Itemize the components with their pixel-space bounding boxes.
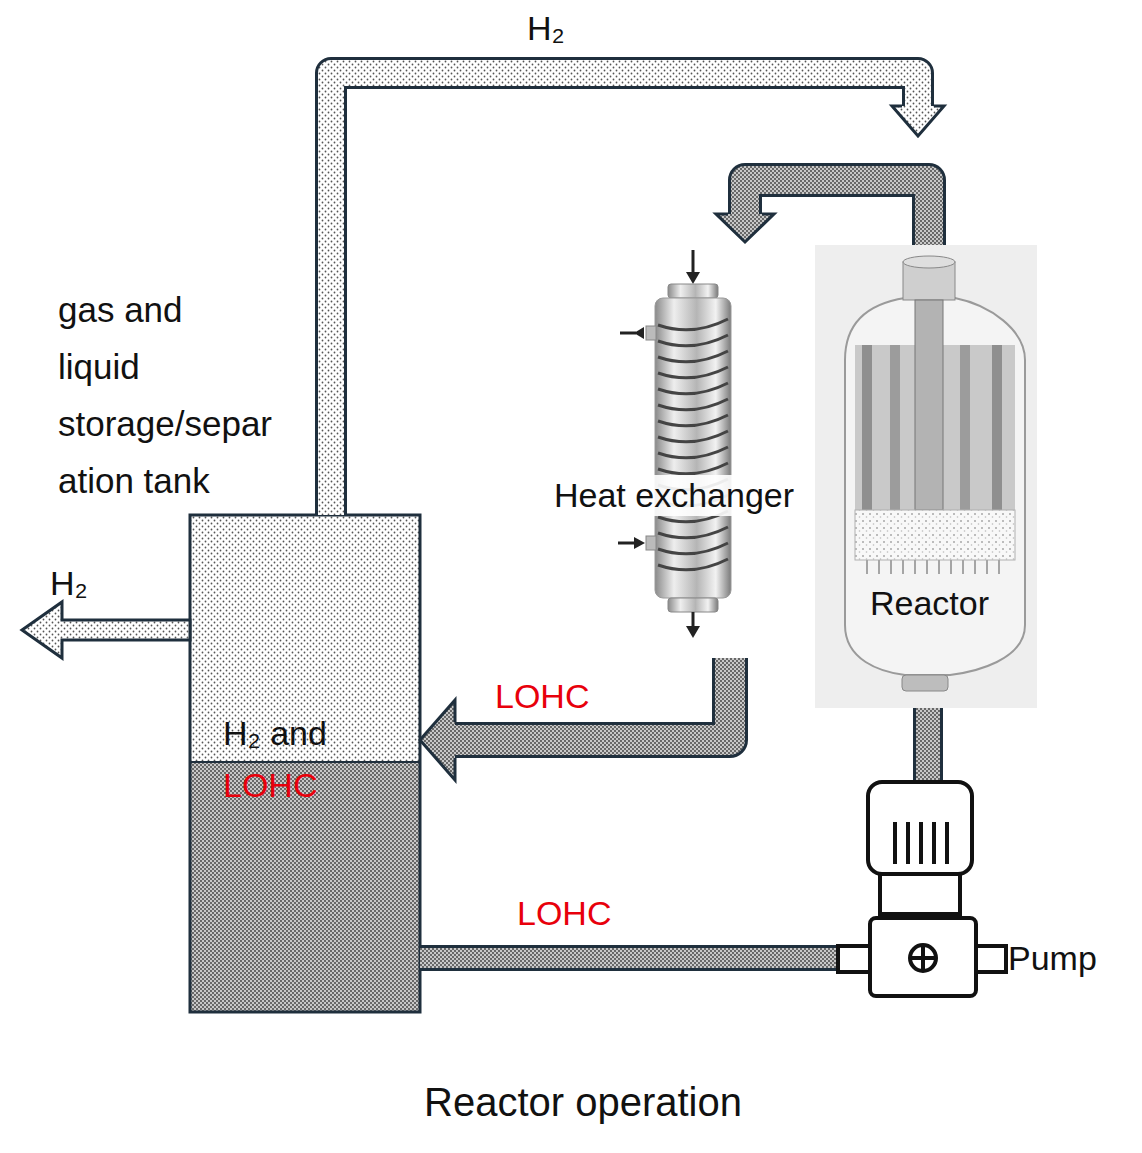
reactor-drawing [855, 510, 1015, 560]
reactor-drawing [902, 675, 948, 691]
reactor-drawing [845, 298, 1025, 675]
caption: Reactor operation [333, 1078, 833, 1126]
content-label: H₂ and [223, 713, 327, 754]
reactor-drawing [890, 345, 900, 510]
flow-label: H₂ [527, 8, 565, 49]
reactor-drawing [915, 300, 943, 510]
heat-exchanger-drawing [686, 272, 700, 284]
heat-exchanger-drawing [634, 537, 645, 549]
pump: Pump [836, 780, 1006, 1000]
pipe-outline [913, 708, 943, 780]
tank-label: gas and liquid storage/separation tank [58, 281, 273, 509]
heat-exchanger-drawing [618, 542, 636, 545]
pipe-connector [420, 958, 836, 959]
heat-exchanger-drawing [655, 298, 731, 598]
tank-body [190, 515, 420, 762]
arrow-head [716, 214, 774, 242]
arrow-head [420, 700, 455, 780]
pipe-fill [454, 658, 730, 740]
pump-drawing [838, 946, 870, 972]
tank-body [190, 761, 420, 763]
heat-exchanger: Heat exchanger [630, 245, 760, 658]
pipe-connector [331, 73, 944, 515]
component-label: Reactor [870, 583, 989, 624]
arrow-head [892, 106, 944, 136]
heat-exchanger-drawing [658, 319, 728, 570]
reactor-drawing [903, 256, 955, 268]
reactor: Reactor [815, 245, 1037, 708]
reactor-drawing [960, 345, 970, 510]
pipe-outline [331, 73, 918, 515]
pump-drawing [910, 945, 936, 971]
pump-drawing [895, 822, 947, 864]
tank-body [190, 515, 420, 1012]
reactor-drawing [815, 245, 1037, 708]
storage-tank: gas and liquid storage/separation tankH₂… [190, 515, 420, 1012]
reactor-drawing [815, 245, 1037, 708]
heat-exchanger-drawing [692, 250, 695, 274]
pump-drawing [870, 918, 976, 996]
flow-label: LOHC [495, 676, 589, 717]
pipe-connector [928, 708, 929, 780]
pipe-connector [420, 658, 730, 780]
heat-exchanger-drawing [668, 284, 718, 298]
arrow-head-fill [420, 700, 455, 780]
arrow-head-fill [892, 106, 944, 136]
pump-drawing [838, 782, 1006, 996]
arrow-head-fill [716, 214, 774, 242]
pipe-outline [454, 658, 730, 740]
heat-exchanger-drawing [646, 326, 656, 340]
pipe-fill [420, 948, 836, 968]
pump-drawing [976, 946, 1006, 972]
heat-exchanger-drawing [646, 536, 656, 550]
hydrogen-outlet-arrow [22, 602, 190, 658]
component-label: Heat exchanger [550, 475, 798, 516]
heat-exchanger-drawing [620, 332, 636, 335]
flow-label: LOHC [517, 893, 611, 934]
reactor-drawing [862, 345, 872, 510]
tank-body [190, 762, 420, 1012]
pipe-connector [716, 180, 929, 245]
pipe-outline [420, 945, 836, 971]
heat-exchanger-drawing [612, 250, 731, 638]
pump-drawing [880, 874, 960, 914]
heat-exchanger-drawing [668, 598, 718, 612]
pipe-fill [331, 73, 918, 515]
pipe-fill [916, 708, 940, 780]
tank-body [190, 515, 420, 1012]
pump-drawing [912, 947, 934, 969]
reactor-drawing [867, 560, 999, 574]
heat-exchanger-drawing [686, 626, 700, 638]
content-label: LOHC [223, 765, 317, 806]
hydrogen-outlet-arrow [22, 602, 190, 658]
component-label: Pump [1008, 938, 1097, 979]
heat-exchanger-drawing [692, 612, 695, 628]
reactor-drawing [992, 345, 1002, 510]
flow-label: H₂ [50, 563, 88, 604]
pump-drawing [868, 782, 972, 874]
